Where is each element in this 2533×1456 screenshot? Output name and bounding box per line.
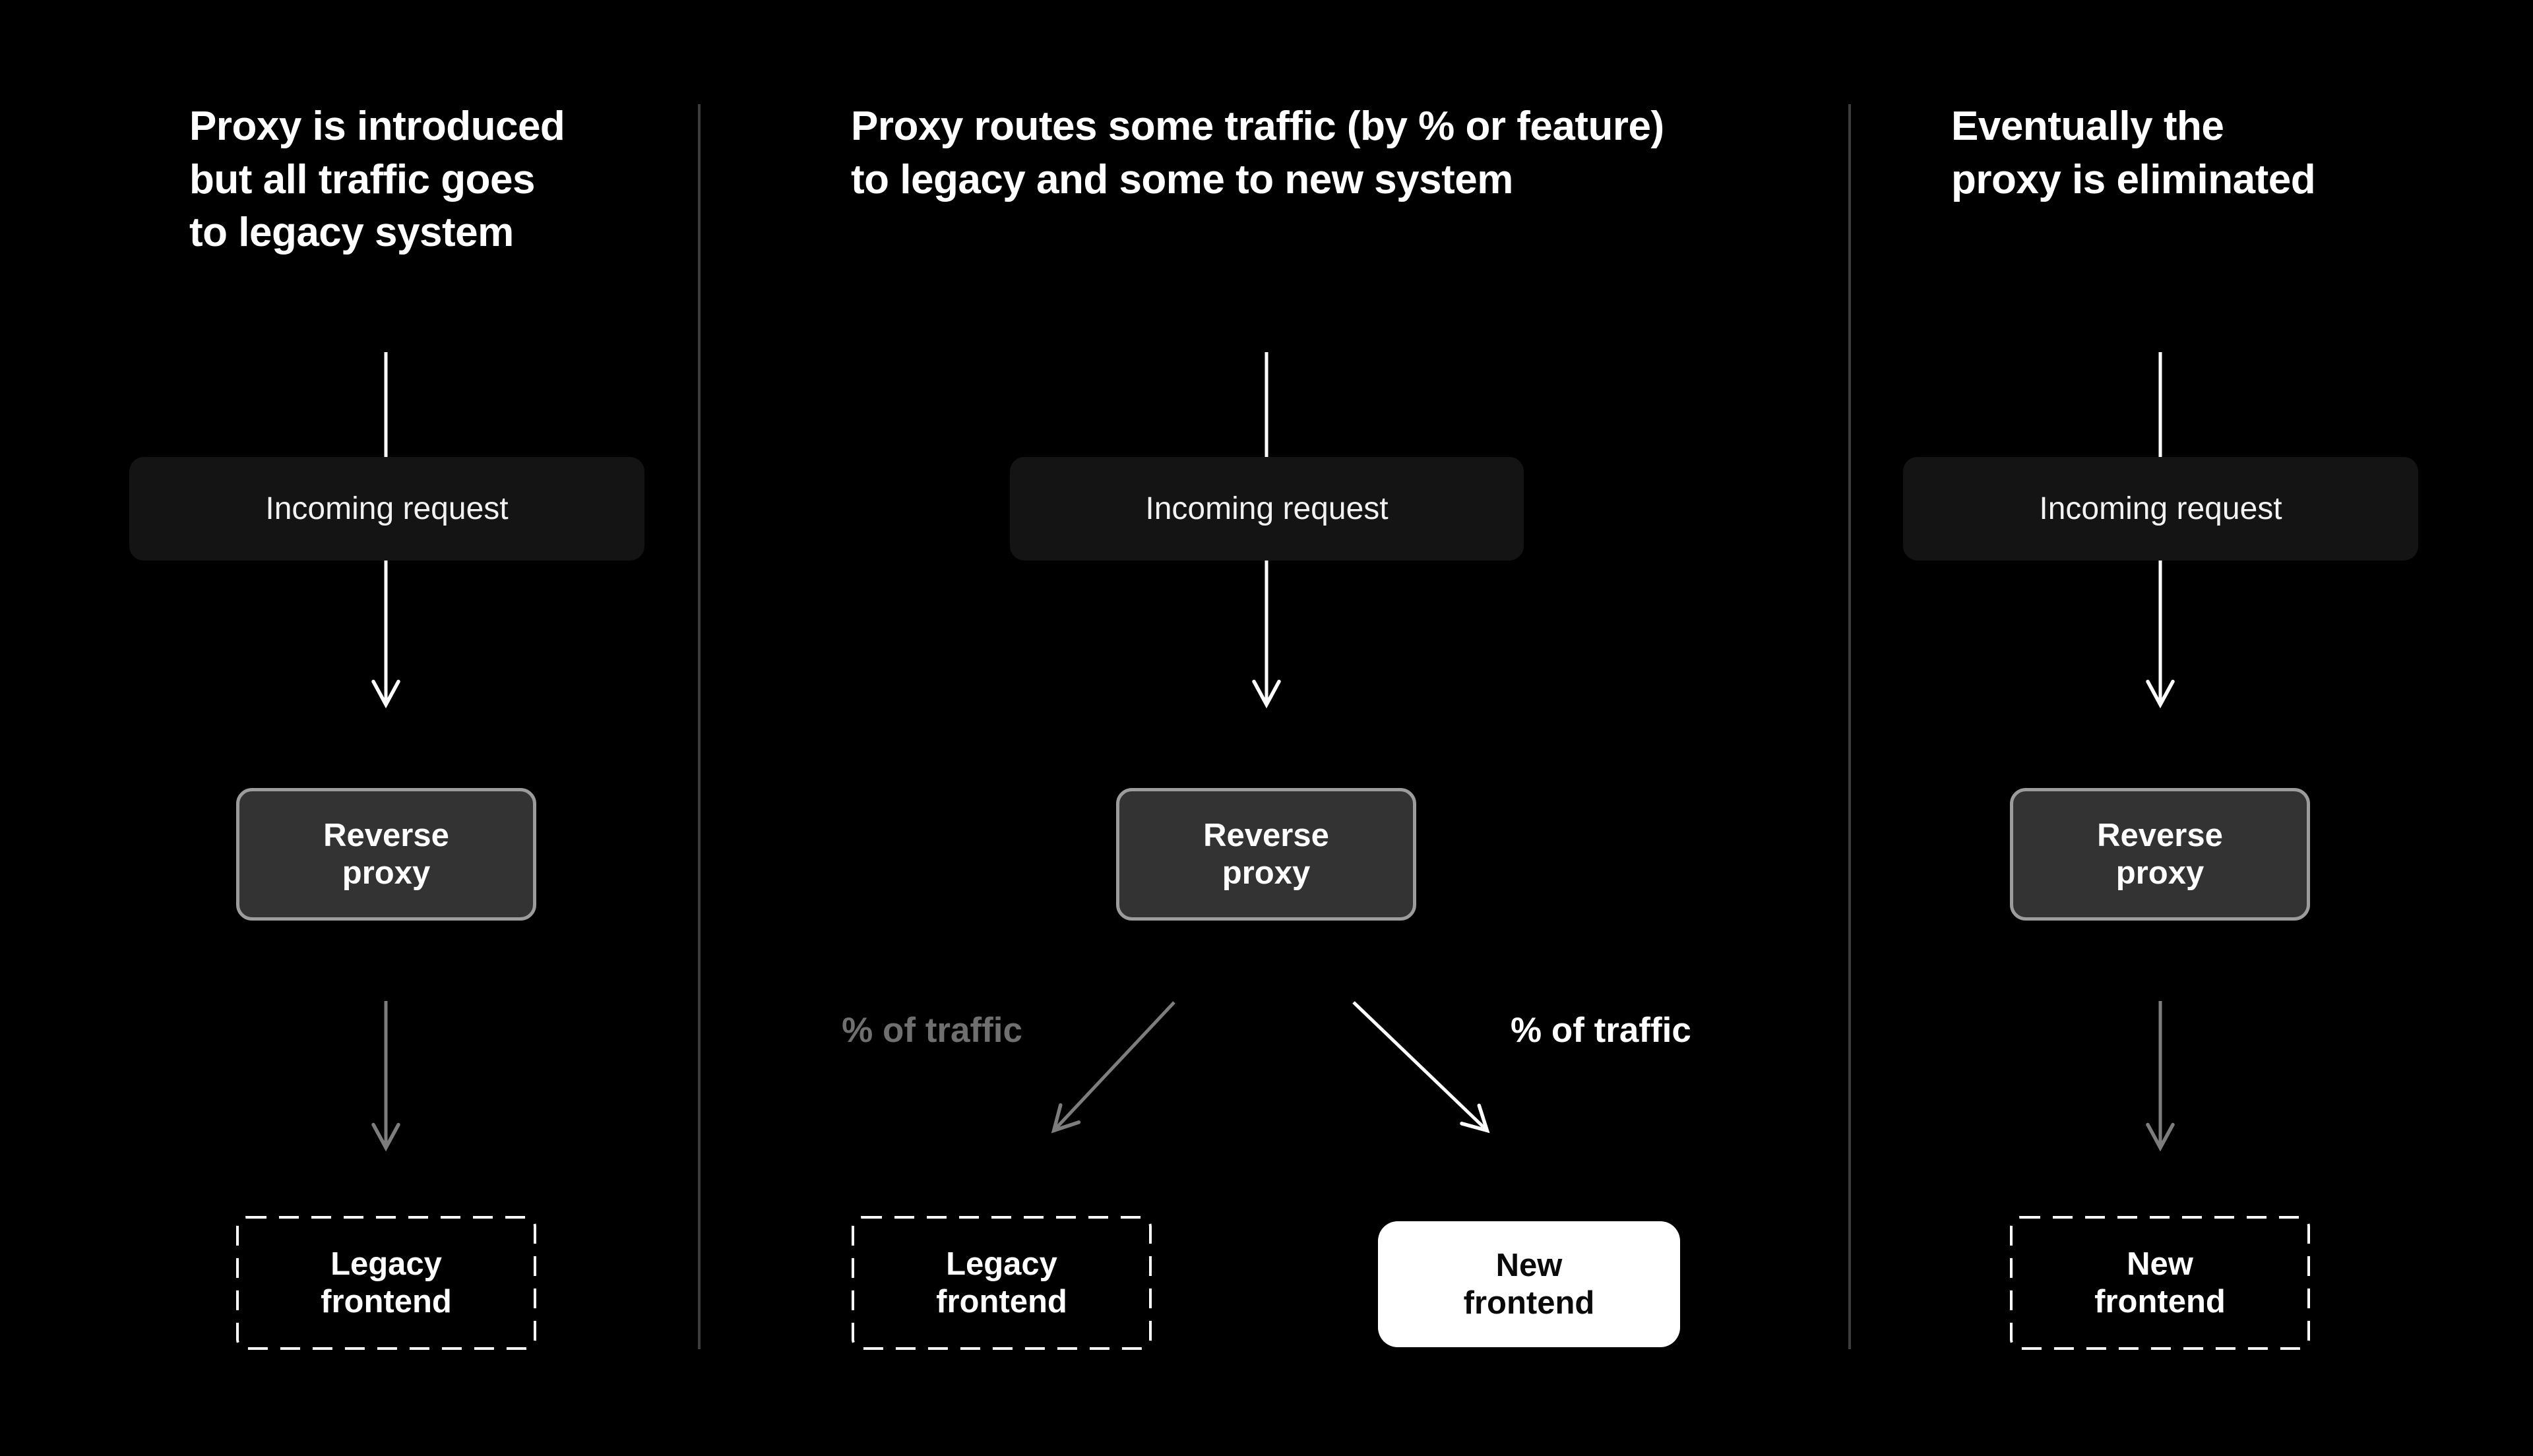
panel-2-arrow-proxy-to-new bbox=[1352, 1001, 1490, 1134]
panel-2-legacy-frontend-box: Legacy frontend bbox=[936, 1246, 1067, 1320]
panel-3-new-frontend-box: New frontend bbox=[2094, 1246, 2226, 1320]
panel-2-new-frontend-box: New frontend bbox=[1378, 1221, 1680, 1347]
panel-2-title: Proxy routes some traffic (by % or featu… bbox=[851, 104, 1664, 202]
panel-2-reverse-proxy-box: Reverse proxy bbox=[1116, 788, 1416, 921]
panel-1-incoming-request-box: Incoming request bbox=[129, 457, 644, 561]
panel-divider-left bbox=[698, 104, 701, 1349]
panel-3-reverse-proxy-box: Reverse proxy bbox=[2010, 788, 2310, 921]
panel-2-arrow-proxy-to-legacy bbox=[1051, 1001, 1175, 1134]
panel-3-incoming-request-box: Incoming request bbox=[1903, 457, 2418, 561]
panel-3-title: Eventually the proxy is eliminated bbox=[1951, 104, 2316, 202]
panel-1-title: Proxy is introduced but all traffic goes… bbox=[189, 104, 565, 256]
panel-2-traffic-label-new: % of traffic bbox=[1511, 1011, 1691, 1050]
panel-divider-right bbox=[1848, 104, 1851, 1349]
panel-2-traffic-label-legacy: % of traffic bbox=[842, 1011, 1022, 1050]
panel-1-reverse-proxy-box: Reverse proxy bbox=[236, 788, 536, 921]
panel-2-incoming-request-box: Incoming request bbox=[1010, 457, 1524, 561]
panel-1-legacy-frontend-box: Legacy frontend bbox=[321, 1246, 452, 1320]
